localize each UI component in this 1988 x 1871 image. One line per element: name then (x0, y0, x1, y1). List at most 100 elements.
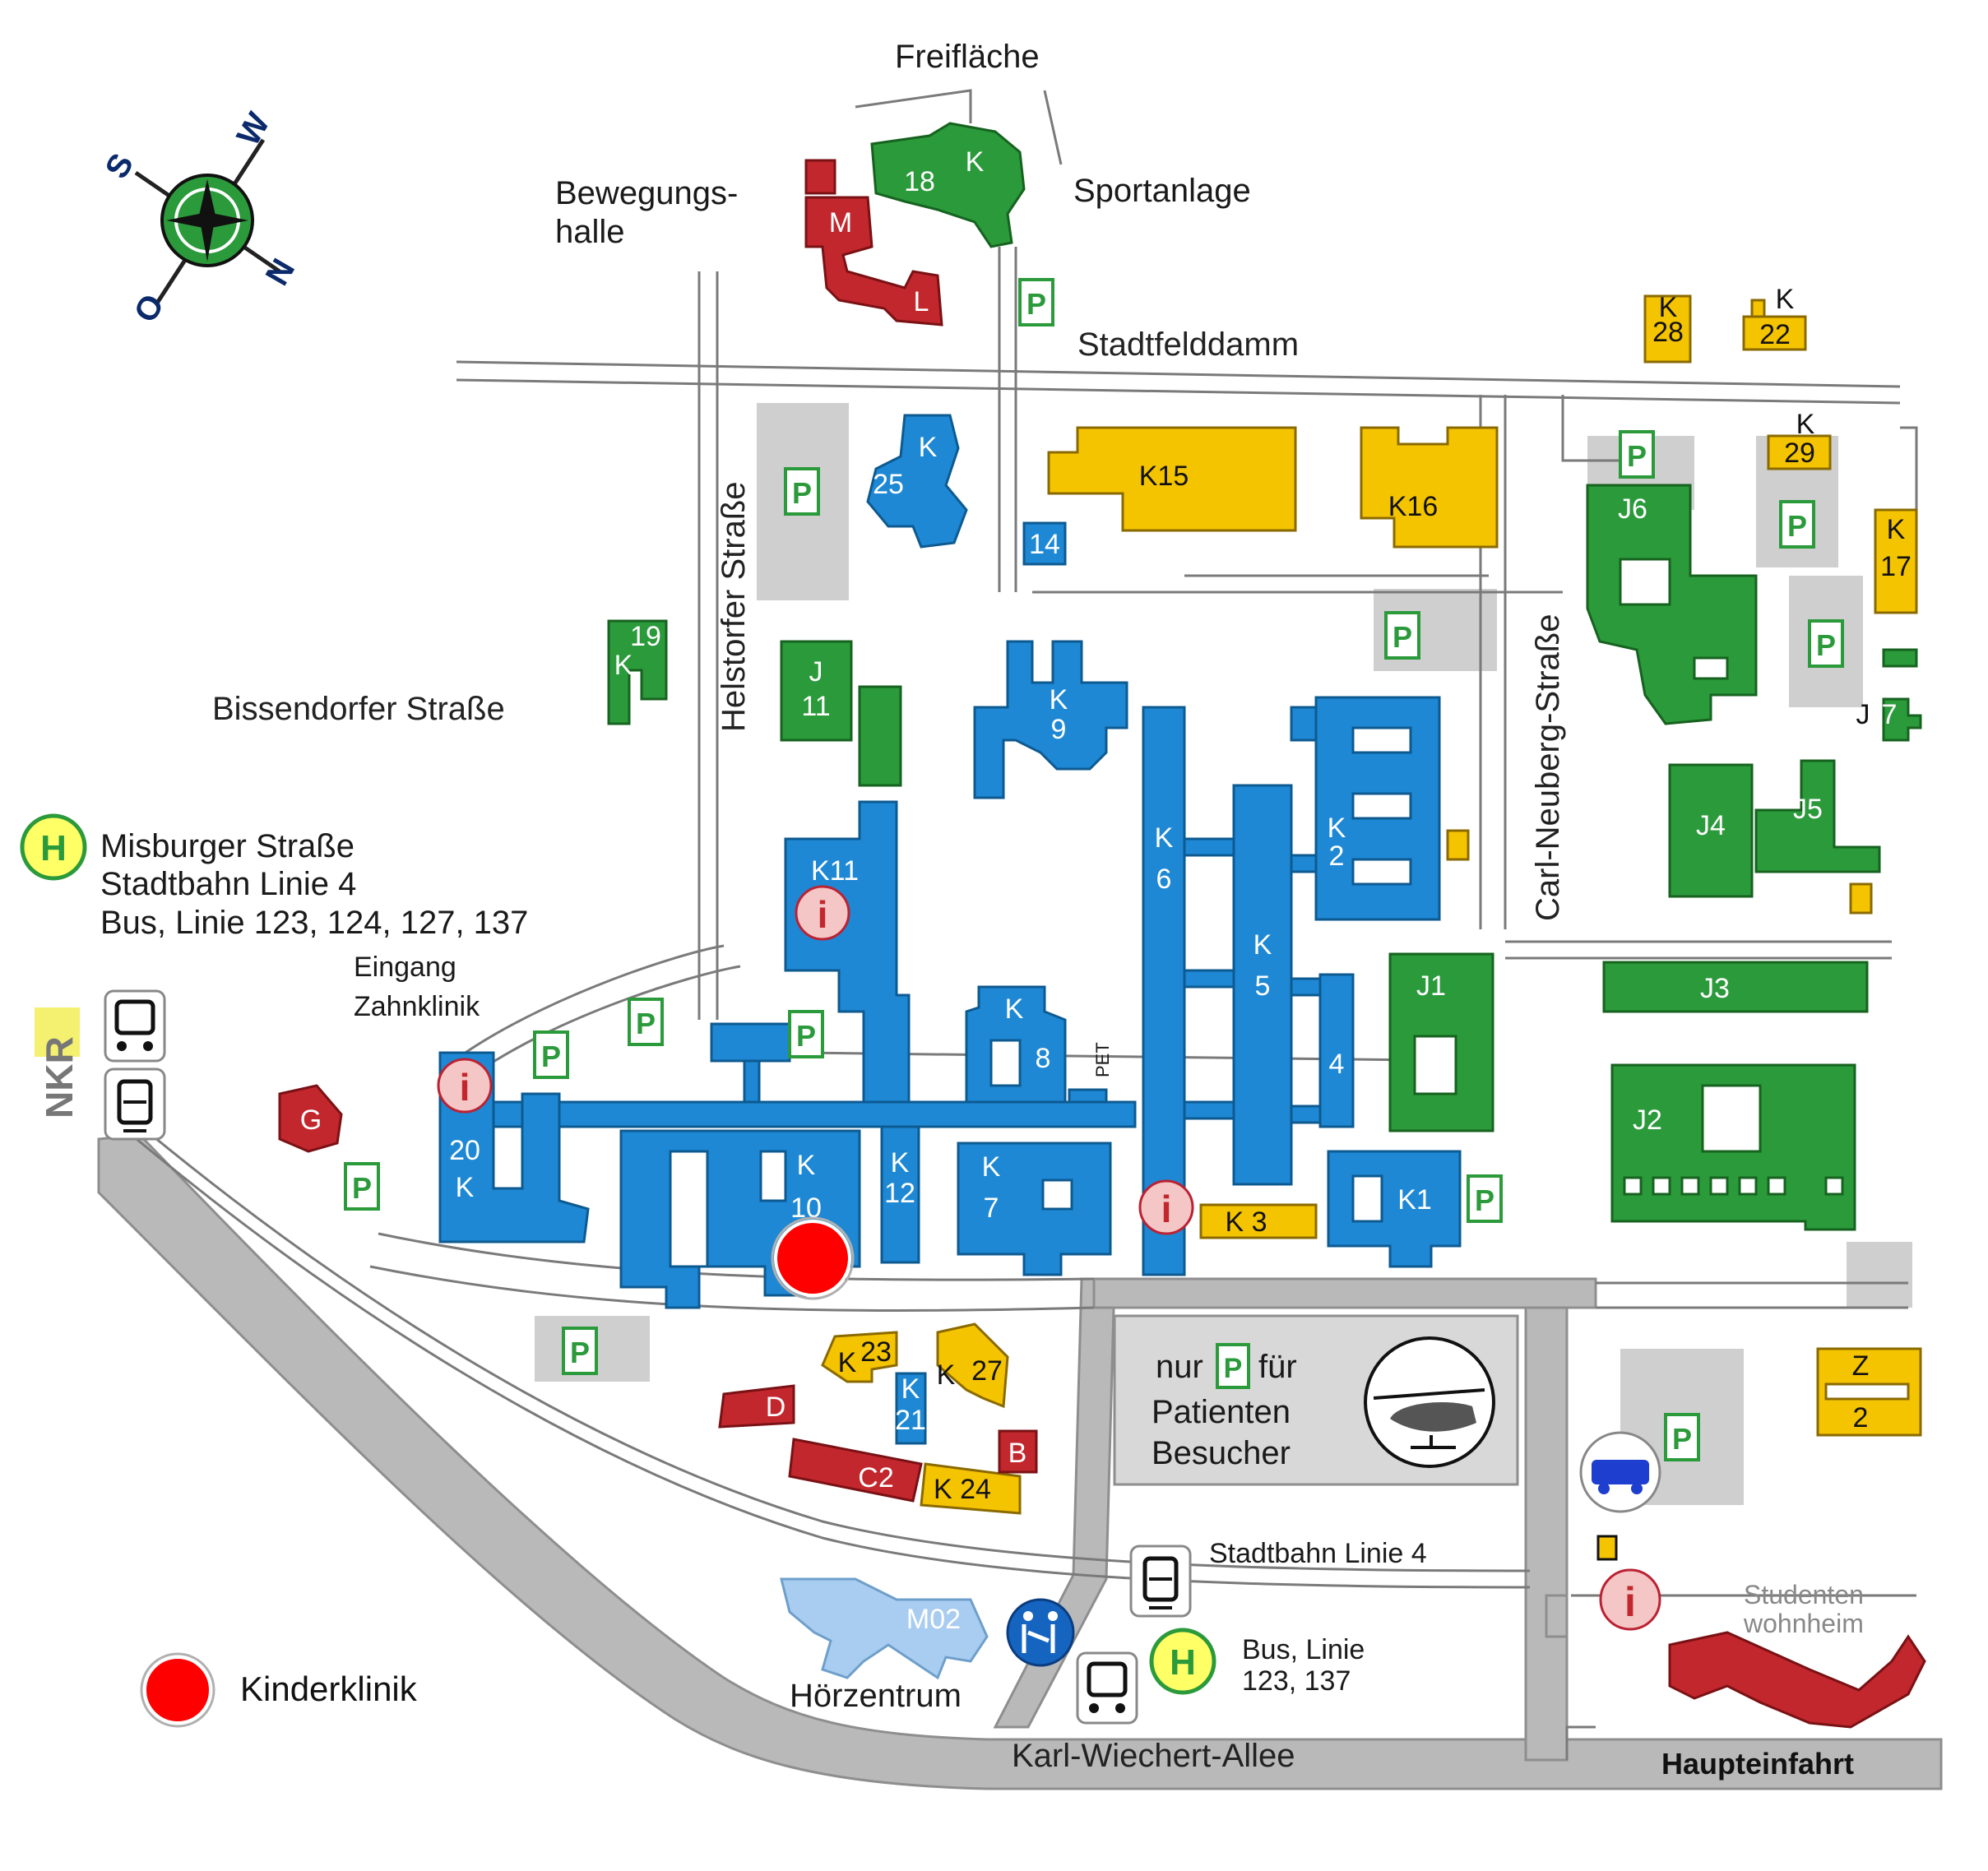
studentenwohnheim-label-1: Studenten (1744, 1580, 1864, 1609)
tram-icon (1129, 1545, 1192, 1618)
building-z2-z-label: Z (1852, 1350, 1870, 1382)
bus-line-label-1: Bus, Linie (1242, 1634, 1365, 1665)
building-k21-k-label: K (901, 1373, 920, 1405)
info-icon: i (1138, 1179, 1194, 1235)
info-icon: i (795, 885, 850, 941)
building-k24-label: K 24 (934, 1474, 991, 1505)
building-k9-label: 9 (1051, 714, 1067, 745)
legend-kinderklinik-label: Kinderklinik (240, 1670, 418, 1708)
parking-sign: P (1384, 611, 1420, 660)
tram-icon (104, 1067, 166, 1141)
building-k11-label: K11 (811, 855, 859, 887)
building-m-label: M (829, 207, 852, 239)
svg-text:P: P (570, 1336, 590, 1369)
building-k27-k-label: K (937, 1359, 956, 1391)
building-k2-k-label: K (1328, 813, 1346, 844)
eingang-zahnklinik-label-2: Zahnklinik (354, 991, 480, 1022)
building-k20-k-label: K (456, 1172, 475, 1203)
hoerzentrum-label: Hörzentrum (790, 1678, 962, 1714)
building-k10-k-label: K (797, 1150, 816, 1181)
parking-sign: P (562, 1327, 598, 1375)
bus-stop-icon: H (1149, 1628, 1216, 1695)
parking-note-besucher: Besucher (1152, 1435, 1291, 1471)
bus-stop-icon: H (20, 813, 87, 881)
building-k29-label: 29 (1784, 438, 1815, 469)
parking-sign: P (1779, 500, 1815, 549)
svg-text:H: H (40, 828, 67, 868)
transit-icons: H H (20, 813, 1661, 1725)
bewegungshalle-label-2: halle (555, 214, 625, 250)
building-k7-k-label: K (982, 1151, 1001, 1183)
helicopter-icon (1364, 1336, 1495, 1468)
building-18-k-label: K (966, 146, 985, 178)
building-c2-label: C2 (858, 1462, 893, 1494)
building-j6-label: J6 (1618, 493, 1647, 525)
parking-sign: P (628, 998, 664, 1046)
parking-sign: P (788, 1010, 824, 1058)
svg-text:P: P (1475, 1183, 1494, 1217)
freiflaeche-label: Freifläche (895, 39, 1040, 75)
building-j7-j-label: J (1856, 699, 1870, 730)
helstorfer-strasse-label: Helstorfer Straße (716, 481, 752, 732)
svg-text:i: i (1161, 1188, 1172, 1230)
building-k8-k-label: K (1005, 993, 1024, 1025)
building-j11-label: 11 (801, 691, 830, 722)
misburger-label-2: Stadtbahn Linie 4 (100, 866, 356, 902)
haupteinfahrt-label: Haupteinfahrt (1661, 1747, 1854, 1781)
studentenwohnheim-label-2: wohnheim (1743, 1609, 1864, 1638)
building-j3-label: J3 (1700, 973, 1730, 1004)
patient-parking-area: nur P für Patienten Besucher (1113, 1314, 1519, 1486)
misburger-label-1: Misburger Straße (100, 828, 355, 864)
building-19-label: 19 (630, 621, 661, 652)
stadtfelddamm-label: Stadtfelddamm (1077, 326, 1299, 363)
legend: Kinderklinik (140, 1652, 418, 1728)
svg-text:P: P (541, 1040, 561, 1073)
building-k21-label: 21 (895, 1405, 926, 1436)
bus-icon (1076, 1651, 1138, 1725)
kinderklinik-marker[interactable] (771, 1216, 855, 1300)
parking-sign: P (533, 1030, 569, 1079)
building-j4-label: J4 (1696, 810, 1726, 841)
red-buildings (278, 159, 1926, 1729)
info-icon: i (437, 1058, 493, 1114)
svg-text:P: P (792, 476, 812, 510)
building-k23-k-label: K (838, 1347, 857, 1378)
svg-text:H: H (1170, 1642, 1196, 1683)
building-k20-label: 20 (449, 1135, 480, 1166)
building-g-label: G (300, 1105, 322, 1136)
building-4-label: 4 (1329, 1049, 1345, 1080)
building-k16-label: K16 (1388, 491, 1439, 522)
building-k17-label: 17 (1880, 551, 1912, 582)
building-j7-label: 7 (1882, 699, 1898, 730)
building-k17-k-label: K (1887, 514, 1906, 545)
svg-text:i: i (818, 893, 828, 936)
pedestrian-crossing-icon (1006, 1598, 1075, 1667)
building-k1-label: K1 (1397, 1184, 1432, 1216)
bissendorfer-strasse-label: Bissendorfer Straße (212, 691, 505, 727)
bewegungshalle-label-1: Bewegungs- (555, 175, 738, 211)
svg-text:P: P (1787, 509, 1807, 543)
building-k5-label: 5 (1255, 970, 1271, 1002)
info-icon: i (1599, 1568, 1661, 1631)
building-k2-label: 2 (1329, 841, 1345, 872)
svg-text:P: P (1224, 1353, 1243, 1384)
parking-sign: P (344, 1162, 380, 1211)
building-18-label: 18 (904, 166, 935, 197)
streets (131, 89, 1918, 1760)
building-k22-label: 22 (1759, 319, 1791, 350)
building-j2-label: J2 (1633, 1105, 1662, 1136)
carl-neuberg-strasse-label: Carl-Neuberg-Straße (1530, 614, 1566, 921)
traffic-light-icon (1596, 1535, 1618, 1561)
building-k8-label: 8 (1036, 1043, 1051, 1074)
compass-north: N (259, 252, 303, 291)
eingang-zahnklinik-label-1: Eingang (354, 952, 456, 983)
svg-text:P: P (1393, 620, 1412, 654)
building-labels: 18 K M L K 25 14 K15 K16 K 28 K 22 K 29 … (300, 146, 1912, 1635)
svg-text:P: P (796, 1019, 816, 1053)
nkr-label: NKR (38, 1036, 81, 1118)
building-k15-label: K15 (1139, 461, 1189, 492)
svg-text:P: P (636, 1007, 656, 1040)
svg-text:i: i (460, 1066, 470, 1109)
nkr-sign (35, 1007, 80, 1057)
